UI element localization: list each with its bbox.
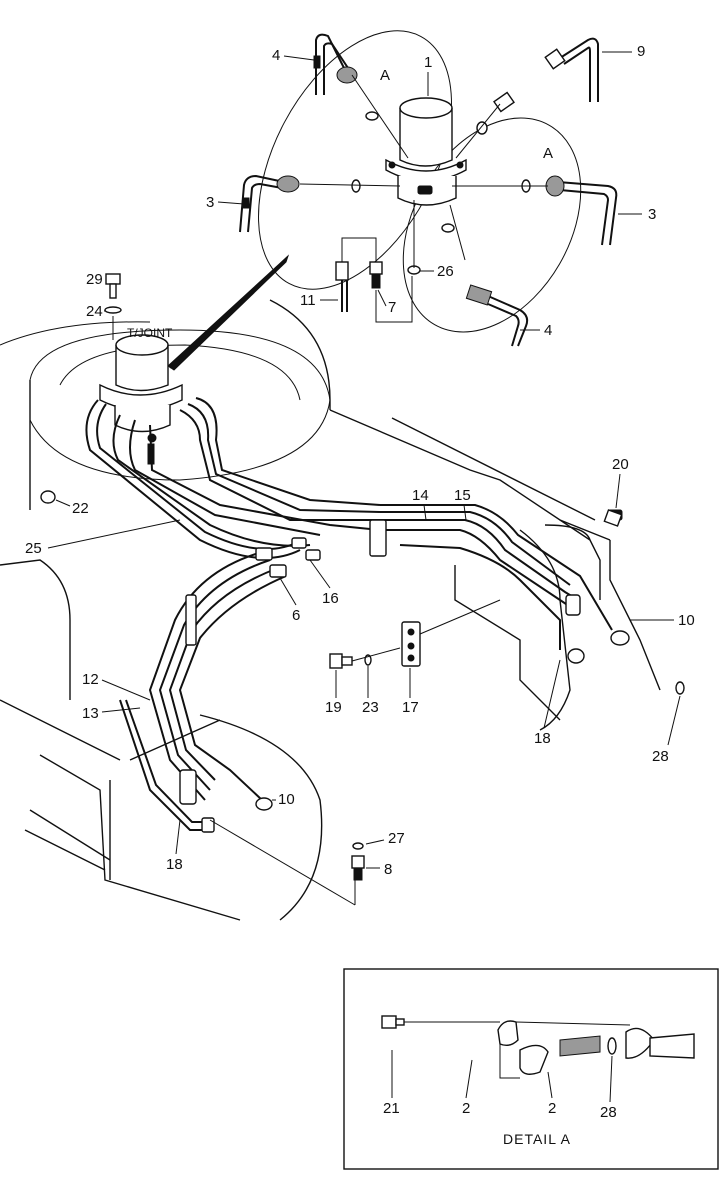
callout-26: 26: [437, 263, 454, 280]
callout-3-left: 3: [206, 194, 214, 211]
callout-10-right: 10: [678, 612, 695, 629]
top-leader-lines: [299, 74, 548, 268]
callout-4-top: 4: [272, 47, 280, 64]
callout-11: 11: [300, 292, 316, 309]
exploded-swivel-joint: [239, 30, 618, 347]
callout-19: 19: [325, 699, 342, 716]
callout-15: 15: [454, 487, 471, 504]
callout-23: 23: [362, 699, 379, 716]
callout-8: 8: [384, 861, 392, 878]
view-a-left-label: A: [380, 67, 390, 84]
callout-3-right: 3: [648, 206, 656, 223]
callout-20: 20: [612, 456, 629, 473]
machine-frame: [0, 299, 661, 921]
callout-25: 25: [25, 540, 42, 557]
t-joint-label: T/JOINT: [127, 326, 173, 340]
callout-21: 21: [383, 1100, 400, 1117]
callout-9: 9: [637, 43, 645, 60]
callout-10-left: 10: [278, 791, 295, 808]
callout-6: 6: [292, 607, 300, 624]
callout-28-main: 28: [652, 748, 669, 765]
bolt-29-washer-24: [104, 273, 122, 340]
hose-bundle: [40, 397, 685, 833]
callout-4-bottom: 4: [544, 322, 552, 339]
clamp-17-assembly: [329, 599, 501, 669]
callout-17: 17: [402, 699, 419, 716]
callout-18-right: 18: [534, 730, 551, 747]
pipe-9-top: [544, 37, 599, 102]
pipe-3-right: [545, 175, 618, 246]
pipe-3-left: [239, 174, 300, 233]
pipe-4-top: [313, 33, 358, 95]
callout-13: 13: [82, 705, 99, 722]
bolt-20: [603, 509, 623, 527]
explode-pointer: [167, 254, 290, 371]
view-a-right-label: A: [543, 145, 553, 162]
detail-a-box: [343, 968, 719, 1170]
pipe-4-bottom: [465, 284, 529, 347]
t-joint-assembled: [99, 334, 183, 465]
callout-22: 22: [72, 500, 89, 517]
detail-a-title: DETAIL A: [503, 1131, 571, 1147]
parts-8-27-group: [209, 819, 365, 906]
callout-29: 29: [86, 271, 103, 288]
callout-14: 14: [412, 487, 429, 504]
callout-16: 16: [322, 590, 339, 607]
callout-7: 7: [388, 299, 396, 316]
callout-28-detail: 28: [600, 1104, 617, 1121]
fitting-upper-right: [493, 91, 515, 113]
callout-24: 24: [86, 303, 103, 320]
callout-2-left: 2: [462, 1100, 470, 1117]
callout-2-right: 2: [548, 1100, 556, 1117]
callout-12: 12: [82, 671, 99, 688]
callout-18-left: 18: [166, 856, 183, 873]
callout-27: 27: [388, 830, 405, 847]
parts-7-11-group: [335, 237, 413, 323]
callout-1: 1: [424, 54, 432, 71]
swivel-joint-body: [385, 97, 467, 206]
